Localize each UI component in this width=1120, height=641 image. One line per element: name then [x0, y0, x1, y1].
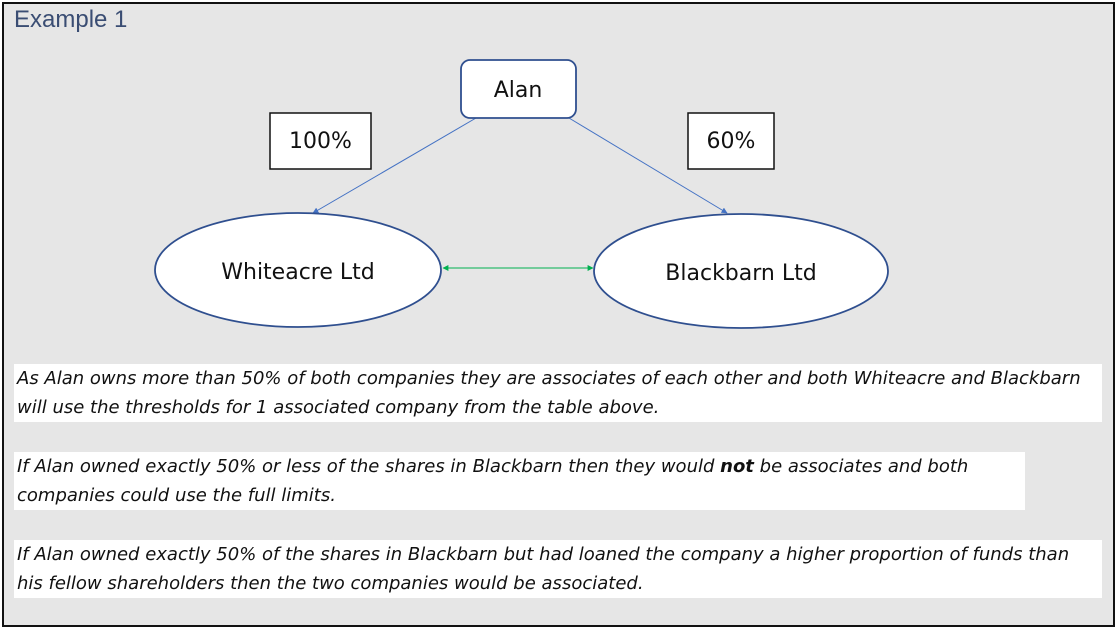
node-blackbarn-label: Blackbarn Ltd	[665, 261, 816, 286]
node-whiteacre-label: Whiteacre Ltd	[221, 260, 374, 285]
node-whiteacre: Whiteacre Ltd	[154, 212, 442, 328]
pct-box-whiteacre: 100%	[269, 112, 372, 170]
pct-blackbarn-label: 60%	[707, 129, 756, 154]
node-blackbarn: Blackbarn Ltd	[593, 213, 889, 329]
paragraph-2-start: If Alan owned exactly 50% or less of the…	[17, 456, 721, 477]
pct-whiteacre-label: 100%	[289, 129, 352, 154]
node-alan-label: Alan	[494, 78, 543, 103]
node-alan: Alan	[460, 59, 577, 119]
paragraph-not-associates: If Alan owned exactly 50% or less of the…	[14, 452, 1025, 510]
paragraph-2-emphasis: not	[720, 456, 754, 477]
paragraph-2-end: be associates and both companies could u…	[17, 456, 969, 506]
paragraph-associates: As Alan owns more than 50% of both compa…	[14, 364, 1102, 422]
ownership-arrow-blackbarn	[568, 117, 728, 214]
ownership-arrow-whiteacre	[312, 117, 477, 214]
example-title: Example 1	[14, 6, 128, 33]
paragraph-loan-associated: If Alan owned exactly 50% of the shares …	[14, 540, 1102, 598]
pct-box-blackbarn: 60%	[687, 112, 775, 170]
